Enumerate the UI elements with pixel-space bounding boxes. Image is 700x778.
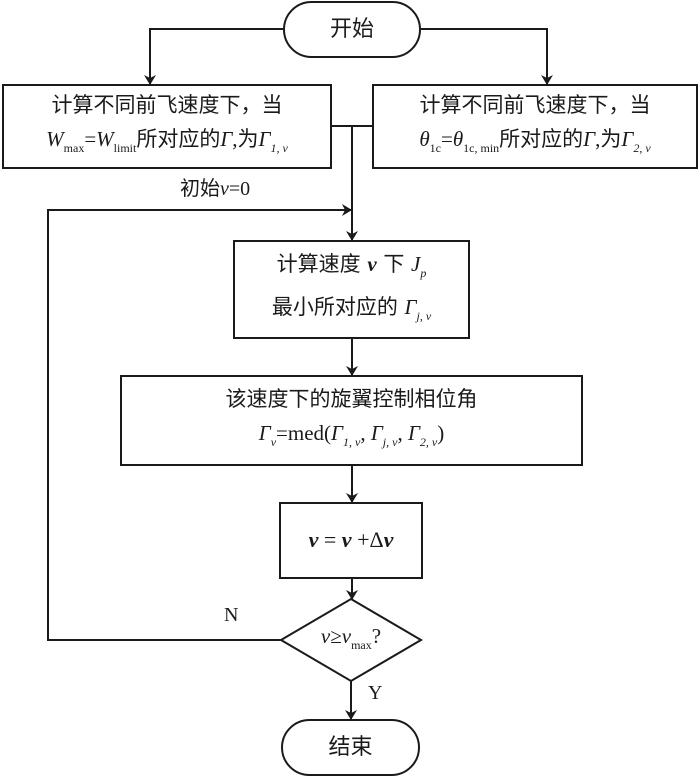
- increment-velocity-box: v = v +Δv: [279, 502, 423, 579]
- weight-limit-line2: Wmax=Wlimit所对应的Γ,为Γ1, v: [46, 127, 288, 155]
- decision-max-velocity: v≥vmax?: [320, 624, 382, 652]
- edge-start-to-right: [421, 28, 553, 85]
- collective-pitch-line2: θ1c=θ1c, min所对应的Γ,为Γ2, v: [419, 127, 651, 155]
- end-terminal: 结束: [281, 719, 420, 776]
- control-phase-line1: 该速度下的旋翼控制相位角: [225, 387, 478, 411]
- min-jp-box: 计算速度 v 下 Jp 最小所对应的 Γj, v: [233, 240, 470, 339]
- min-jp-line1: 计算速度 v 下 Jp: [276, 251, 427, 280]
- weight-limit-box: 计算不同前飞速度下，当 Wmax=Wlimit所对应的Γ,为Γ1, v: [2, 84, 332, 169]
- increment-velocity-expr: v = v +Δv: [308, 527, 394, 552]
- collective-pitch-box: 计算不同前飞速度下，当 θ1c=θ1c, min所对应的Γ,为Γ2, v: [372, 84, 698, 169]
- start-terminal: 开始: [283, 1, 421, 58]
- control-phase-box: 该速度下的旋翼控制相位角 Γv=med(Γ1, v, Γj, v, Γ2, v): [120, 375, 583, 466]
- control-phase-line2: Γv=med(Γ1, v, Γj, v, Γ2, v): [258, 421, 445, 449]
- decision-diamond-shape: [279, 597, 423, 683]
- start-label: 开始: [329, 16, 374, 42]
- weight-limit-line1: 计算不同前飞速度下，当: [51, 93, 283, 117]
- init-label: 初始v=0: [180, 176, 251, 200]
- end-label: 结束: [328, 734, 373, 760]
- min-jp-line2: 最小所对应的 Γj, v: [271, 294, 432, 323]
- no-branch-label: N: [224, 604, 239, 626]
- yes-branch-label: Y: [368, 682, 383, 704]
- edge-loop-back: [47, 204, 352, 641]
- edge-start-to-left: [144, 28, 283, 85]
- collective-pitch-line1: 计算不同前飞速度下，当: [419, 93, 651, 117]
